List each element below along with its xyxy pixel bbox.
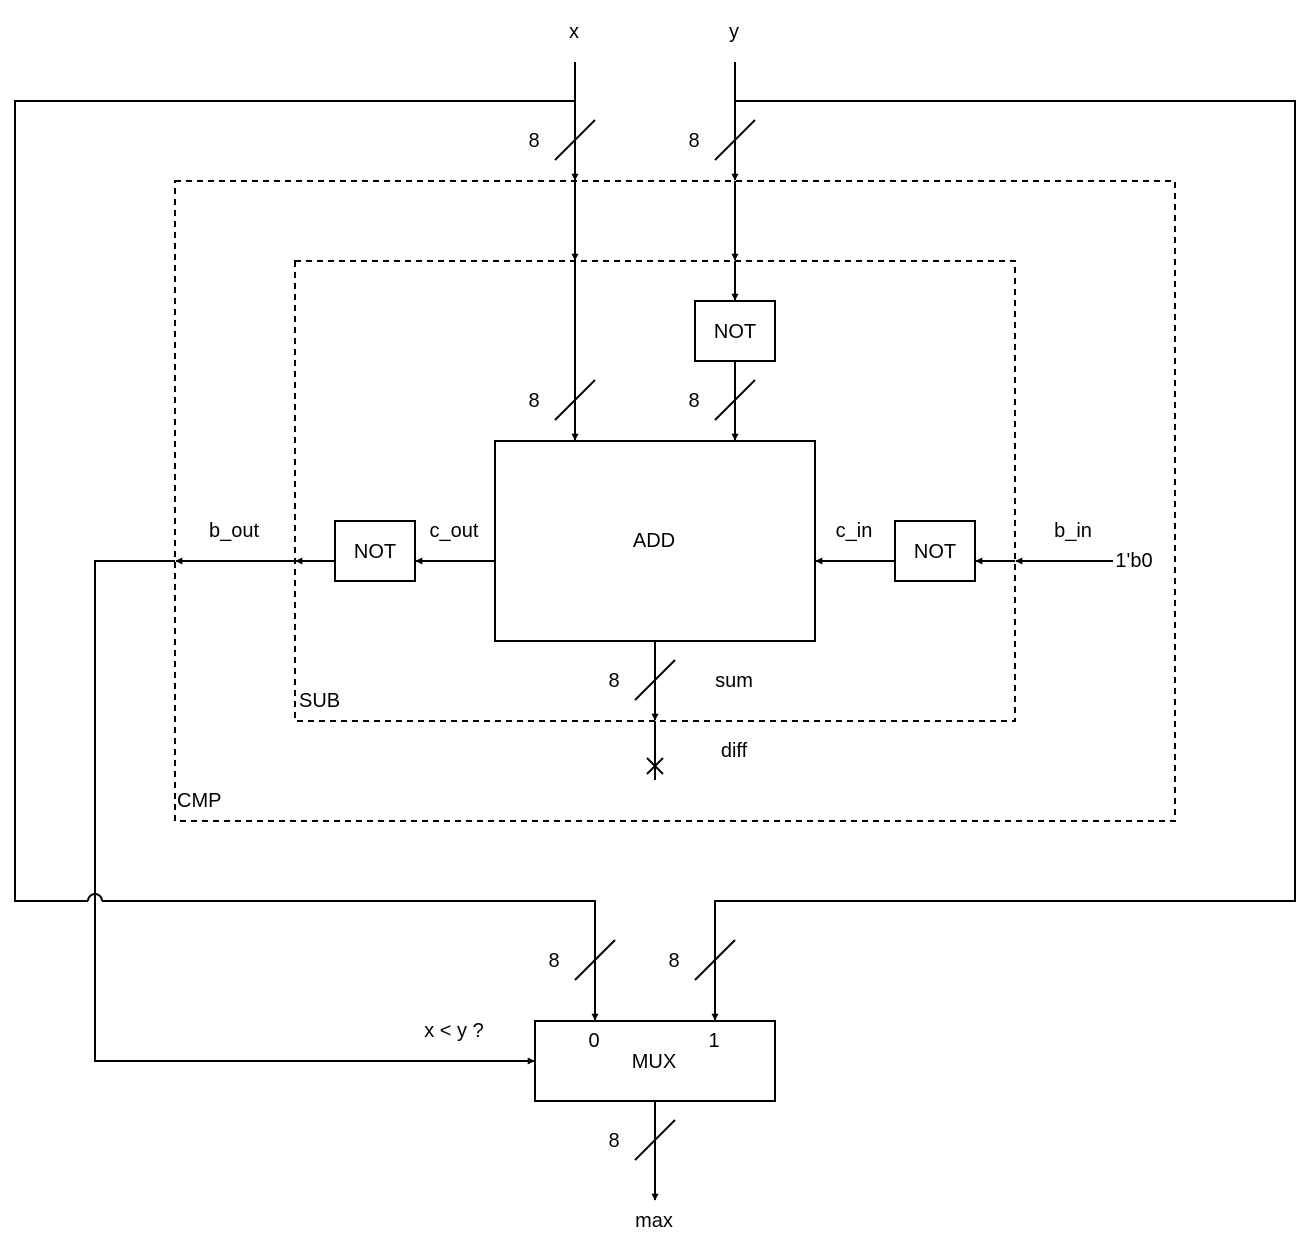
- wire-y-loop: [711, 100, 1296, 1021]
- bus-width-add-a: 8: [528, 390, 539, 412]
- b-out-label: b_out: [209, 520, 259, 542]
- bus-width-sum: 8: [608, 670, 619, 692]
- bus-width-y-in: 8: [688, 130, 699, 152]
- not-cout-label: NOT: [354, 541, 396, 563]
- b-in-const-label: 1'b0: [1115, 550, 1152, 572]
- cmp-box: [174, 180, 1176, 822]
- sum-label: sum: [715, 670, 753, 692]
- not-cout-block: [334, 520, 416, 582]
- input-y-label: y: [729, 21, 739, 43]
- bus-width-mux-in1: 8: [668, 950, 679, 972]
- mux-label: MUX: [632, 1051, 676, 1073]
- wire-x-mux: [102, 900, 599, 1021]
- c-out-label: c_out: [430, 520, 479, 542]
- bus-slash-mux-in0: [574, 939, 616, 981]
- mux-port-0: 0: [588, 1030, 599, 1052]
- add-label: ADD: [633, 530, 675, 552]
- diff-label: diff: [721, 740, 748, 762]
- not-y-label: NOT: [714, 321, 756, 343]
- bus-slash-add-a: [554, 379, 596, 421]
- bus-slash-mux-out: [634, 1119, 676, 1161]
- output-max-label: max: [635, 1210, 673, 1232]
- mux-port-1: 1: [708, 1030, 719, 1052]
- sub-label: SUB: [299, 690, 340, 712]
- bus-slash-x-in: [554, 119, 596, 161]
- b-in-label: b_in: [1054, 520, 1092, 542]
- cmp-label: CMP: [177, 790, 221, 812]
- bus-width-add-b: 8: [688, 390, 699, 412]
- add-block: [494, 440, 816, 642]
- select-label: x < y ?: [424, 1020, 483, 1042]
- wire-bout-select: [94, 560, 535, 1065]
- input-x-label: x: [569, 21, 579, 43]
- wire-x-loop: [14, 100, 575, 902]
- bus-slash-mux-in1: [694, 939, 736, 981]
- bus-width-mux-in0: 8: [548, 950, 559, 972]
- diff-unconnected-x2: [646, 757, 664, 775]
- bus-slash-y-in: [714, 119, 756, 161]
- bus-width-mux-out: 8: [608, 1130, 619, 1152]
- not-cin-label: NOT: [914, 541, 956, 563]
- bus-slash-sum: [634, 659, 676, 701]
- mux-block: [534, 1020, 776, 1102]
- bus-slash-add-b: [714, 379, 756, 421]
- not-y-block: [694, 300, 776, 362]
- not-cin-block: [894, 520, 976, 582]
- bus-width-x-in: 8: [528, 130, 539, 152]
- c-in-label: c_in: [836, 520, 873, 542]
